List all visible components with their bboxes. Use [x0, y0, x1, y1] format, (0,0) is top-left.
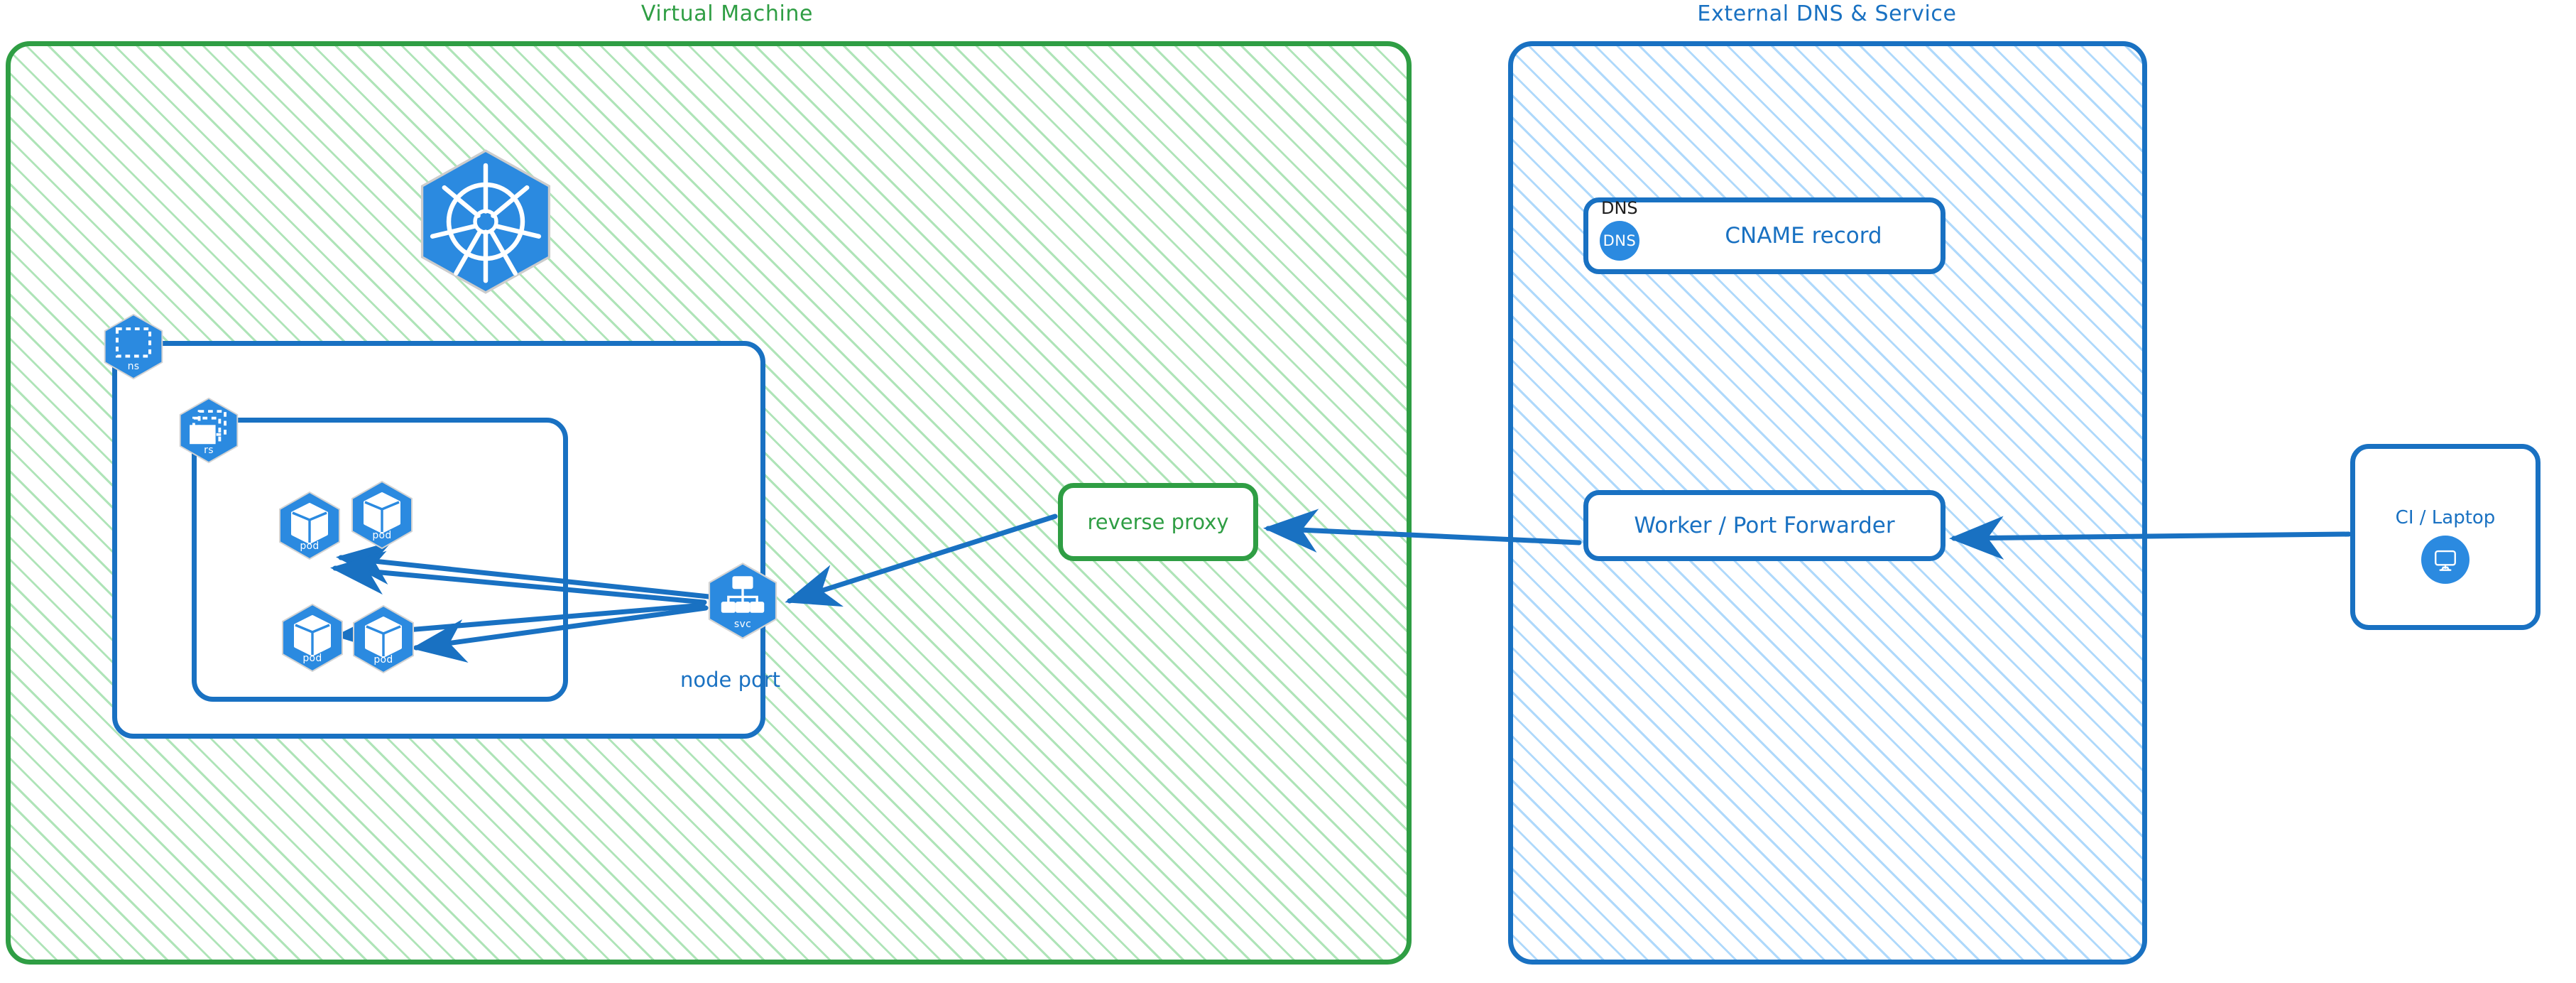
dns-circle-icon: DNS	[1600, 221, 1639, 261]
kubernetes-namespace-icon: ns	[99, 313, 168, 381]
worker-port-forwarder-label: Worker / Port Forwarder	[1634, 513, 1895, 538]
ci-laptop-label: CI / Laptop	[2395, 507, 2496, 528]
node-port-caption: node port	[680, 668, 781, 692]
kubernetes-pod-icon: pod	[346, 479, 417, 550]
kubernetes-pod-icon: pod	[274, 490, 345, 561]
reverse-proxy-box[interactable]: reverse proxy	[1058, 483, 1258, 561]
dns-card-heading: DNS	[1601, 198, 1638, 218]
kubernetes-service-icon: svc	[703, 561, 782, 641]
ci-laptop-card[interactable]: CI / Laptop	[2350, 444, 2540, 630]
group-title-external-dns-service: External DNS & Service	[1697, 1, 1957, 26]
worker-port-forwarder-card[interactable]: Worker / Port Forwarder	[1583, 490, 1945, 561]
dns-record-card[interactable]: DNS DNS CNAME record	[1583, 197, 1945, 274]
reverse-proxy-label: reverse proxy	[1087, 510, 1229, 534]
kubernetes-logo-icon	[412, 148, 560, 295]
kubernetes-replicaset-icon: rs	[175, 396, 243, 465]
kubernetes-pod-icon: pod	[277, 602, 348, 673]
desktop-monitor-icon	[2421, 536, 2469, 584]
cname-record-label: CNAME record	[1725, 223, 1882, 249]
kubernetes-pod-icon: pod	[348, 604, 419, 675]
group-title-virtual-machine: Virtual Machine	[640, 1, 814, 26]
